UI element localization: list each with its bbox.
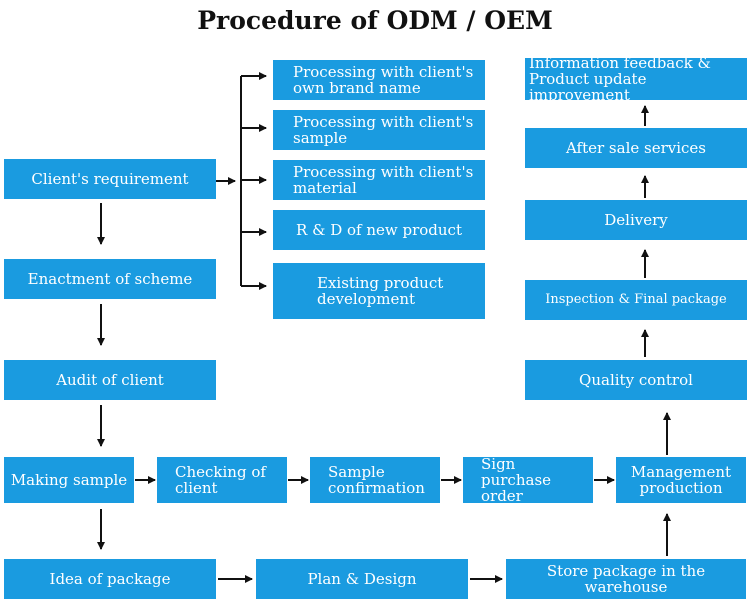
making-sample-box: Making sample	[4, 457, 134, 503]
delivery-box: Delivery	[525, 200, 747, 240]
client-requirement-label: Client's requirement	[31, 170, 189, 188]
option-own-brand-label: Processing with client's own brand name	[293, 63, 474, 97]
sign-purchase-order-box: Sign purchase order	[463, 455, 593, 505]
inspection-final-package-box: Inspection & Final package	[525, 280, 747, 320]
audit-of-client-label: Audit of client	[56, 371, 164, 389]
option-existing-product-label: Existing product development	[317, 274, 444, 308]
option-client-sample-box: Processing with client's sample	[273, 110, 485, 150]
option-rd-box: R & D of new product	[273, 210, 485, 250]
sample-confirmation-label: Sample confirmation	[328, 463, 425, 497]
option-existing-product-box: Existing product development	[273, 263, 485, 319]
management-production-label: Management production	[630, 463, 732, 497]
management-production-box: Management production	[616, 457, 746, 503]
idea-of-package-label: Idea of package	[49, 570, 171, 588]
information-feedback-label: Information feedback & Product update im…	[529, 54, 711, 104]
plan-design-label: Plan & Design	[307, 570, 417, 588]
checking-of-client-box: Checking of client	[157, 457, 287, 503]
idea-of-package-box: Idea of package	[4, 559, 216, 599]
enactment-of-scheme-box: Enactment of scheme	[4, 259, 216, 299]
quality-control-box: Quality control	[525, 360, 747, 400]
plan-design-box: Plan & Design	[256, 559, 468, 599]
after-sale-services-label: After sale services	[565, 139, 707, 157]
client-requirement-box: Client's requirement	[4, 159, 216, 199]
option-client-material-label: Processing with client's material	[293, 163, 474, 197]
after-sale-services-box: After sale services	[525, 128, 747, 168]
making-sample-label: Making sample	[10, 471, 128, 489]
quality-control-label: Quality control	[579, 371, 693, 389]
store-package-label: Store package in the warehouse	[546, 562, 706, 596]
inspection-final-package-label: Inspection & Final package	[545, 292, 727, 307]
enactment-of-scheme-label: Enactment of scheme	[27, 270, 193, 288]
delivery-label: Delivery	[604, 211, 668, 229]
page-title: Procedure of ODM / OEM	[197, 6, 553, 35]
option-client-material-box: Processing with client's material	[273, 160, 485, 200]
sign-purchase-order-label: Sign purchase order	[481, 455, 552, 505]
option-client-sample-label: Processing with client's sample	[293, 113, 474, 147]
option-rd-label: R & D of new product	[296, 221, 462, 239]
information-feedback-box: Information feedback & Product update im…	[525, 54, 747, 104]
option-own-brand-box: Processing with client's own brand name	[273, 60, 485, 100]
store-package-box: Store package in the warehouse	[506, 559, 746, 599]
checking-of-client-label: Checking of client	[175, 463, 266, 497]
audit-of-client-box: Audit of client	[4, 360, 216, 400]
sample-confirmation-box: Sample confirmation	[310, 457, 440, 503]
